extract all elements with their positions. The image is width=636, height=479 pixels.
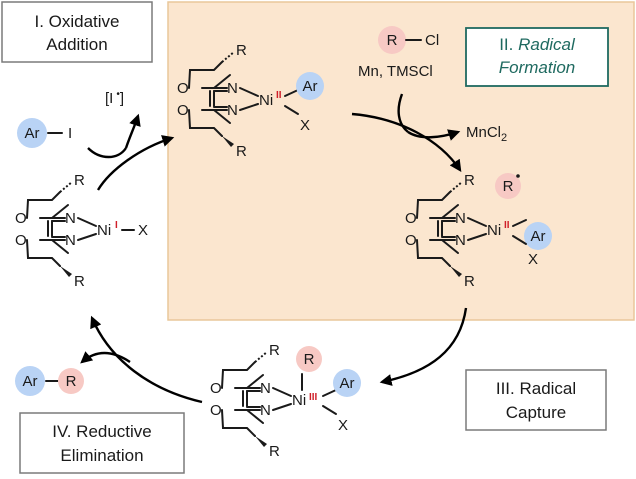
svg-text:II: II xyxy=(276,90,282,101)
svg-text:I: I xyxy=(115,220,118,231)
svg-text:Ar: Ar xyxy=(531,228,546,245)
step-reductive-elimination-line1: IV. Reductive xyxy=(52,422,152,441)
arrow-product-out xyxy=(80,351,131,364)
svg-text:R: R xyxy=(464,172,475,189)
reductant-label: Mn, TMSCl xyxy=(358,63,433,80)
product-aryl: Ar xyxy=(23,373,38,390)
step-oxidative-addition-line2: Addition xyxy=(46,35,107,54)
svg-text:O: O xyxy=(15,232,27,249)
svg-text:N: N xyxy=(260,402,271,419)
svg-text:O: O xyxy=(405,210,417,227)
svg-text:O: O xyxy=(177,80,189,97)
svg-text:N: N xyxy=(455,232,466,249)
alkyl-chloride-reagent: R Cl xyxy=(378,26,439,54)
step-reductive-elimination: IV. Reductive Elimination xyxy=(19,412,185,474)
arrow-radical-capture xyxy=(379,307,468,386)
complex-ni-iii: O O N N Ni III R Ar X R R xyxy=(210,342,361,460)
step-radical-formation: II. Radical Formation xyxy=(465,27,609,87)
step-radical-formation-line2: Formation xyxy=(499,58,576,77)
svg-text:R: R xyxy=(269,443,280,460)
svg-text:O: O xyxy=(405,232,417,249)
svg-text:Ar: Ar xyxy=(340,375,355,392)
alkyl-label: R xyxy=(387,32,398,49)
iodine-radical: [I•] xyxy=(105,89,124,107)
svg-text:R: R xyxy=(236,143,247,160)
svg-text:Ar: Ar xyxy=(303,78,318,95)
svg-text:X: X xyxy=(300,117,310,134)
arrow-ar-i-in xyxy=(87,147,127,159)
svg-text:N: N xyxy=(455,210,466,227)
product-ar-r: Ar R xyxy=(15,366,84,396)
svg-text:Ni: Ni xyxy=(292,392,306,409)
complex-ni-ii-radical-stage: O O N N Ni II Ar X R R xyxy=(405,172,552,290)
svg-text:O: O xyxy=(177,102,189,119)
svg-text:R: R xyxy=(269,342,280,359)
product-alkyl: R xyxy=(66,373,77,390)
arrow-reductive-elimination xyxy=(90,315,203,404)
svg-text:O: O xyxy=(15,210,27,227)
svg-text:N: N xyxy=(65,232,76,249)
svg-text:O: O xyxy=(210,380,222,397)
arrow-iodine-out xyxy=(124,113,141,149)
step-radical-capture-line1: III. Radical xyxy=(496,379,576,398)
iodide-label: I xyxy=(68,125,72,142)
arrow-oxidative-addition xyxy=(96,135,175,191)
svg-text:III: III xyxy=(309,392,318,403)
svg-text:N: N xyxy=(65,210,76,227)
byproduct-label: MnCl2 xyxy=(466,124,507,144)
arrow-radical-formation xyxy=(351,112,462,172)
arrow-mncl2-out xyxy=(407,129,461,141)
svg-text:R: R xyxy=(304,351,315,368)
step-radical-formation-prefix: II. xyxy=(499,35,518,54)
svg-text:Ni: Ni xyxy=(487,222,501,239)
step-radical-capture: III. Radical Capture xyxy=(465,369,607,431)
svg-text:Ni: Ni xyxy=(259,92,273,109)
svg-text:Ni: Ni xyxy=(97,222,111,239)
step-radical-capture-line2: Capture xyxy=(506,403,566,422)
svg-text:R: R xyxy=(74,172,85,189)
svg-text:X: X xyxy=(528,251,538,268)
complex-ni-ii-aryl: O O N N Ni II Ar X R R xyxy=(177,42,324,160)
arrow-reductant-in xyxy=(397,93,409,133)
svg-text:N: N xyxy=(227,102,238,119)
svg-text:R: R xyxy=(464,273,475,290)
svg-text:O: O xyxy=(210,402,222,419)
svg-text:R: R xyxy=(74,273,85,290)
svg-text:II: II xyxy=(504,220,510,231)
step-oxidative-addition: I. Oxidative Addition xyxy=(1,1,153,63)
aryl-label: Ar xyxy=(25,125,40,142)
svg-text:X: X xyxy=(138,222,148,239)
svg-text:X: X xyxy=(338,417,348,434)
svg-text:N: N xyxy=(260,380,271,397)
svg-text:R: R xyxy=(236,42,247,59)
step-radical-formation-italic: Radical xyxy=(518,35,576,54)
complex-ni-i: O O N N Ni I X R R xyxy=(15,172,148,290)
chloride-label: Cl xyxy=(425,32,439,49)
step-oxidative-addition-line1: I. Oxidative xyxy=(34,12,119,31)
svg-text:N: N xyxy=(227,80,238,97)
aryl-iodide-reagent: Ar I xyxy=(17,118,72,148)
alkyl-radical: R xyxy=(495,173,521,199)
step-reductive-elimination-line2: Elimination xyxy=(60,446,143,465)
svg-text:II. Radical: II. Radical xyxy=(499,35,576,54)
svg-text:R: R xyxy=(503,178,514,195)
